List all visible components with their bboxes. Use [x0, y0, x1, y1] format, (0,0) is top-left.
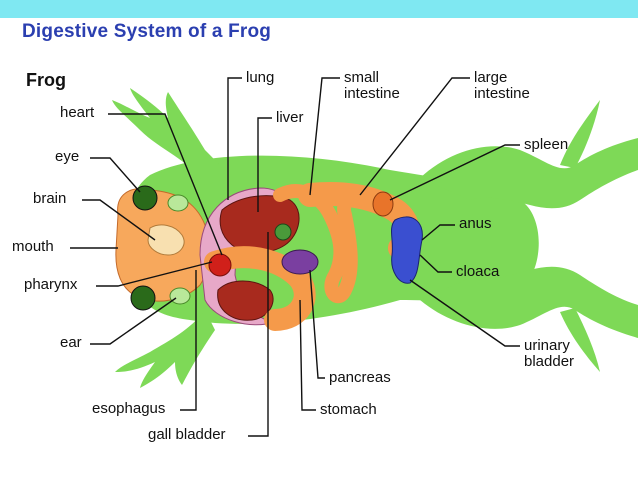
label-brain: brain [33, 190, 67, 207]
leader-stomach [299, 299, 316, 411]
label-lung: lung [246, 69, 275, 86]
label-stomach: stomach [320, 401, 377, 418]
diagram-subtitle: Frog [26, 70, 66, 90]
liver-organ [219, 195, 300, 253]
ear-organ-upper [167, 194, 189, 212]
brain-organ [147, 224, 185, 256]
leader-ear [90, 297, 177, 345]
label-urinary-bladder: urinary bladder [524, 337, 575, 370]
leader-gall-bladder [248, 232, 269, 437]
spleen-organ [372, 191, 394, 217]
leader-lung [227, 77, 242, 200]
label-eye: eye [55, 148, 80, 165]
leader-anus [421, 224, 455, 241]
eye-organ-lower [130, 285, 156, 311]
label-liver: liver [276, 109, 304, 126]
stomach-organ [204, 246, 316, 331]
heart-organ [208, 253, 232, 277]
page-title: Digestive System of a Frog [22, 21, 272, 42]
leader-small-intestine [309, 77, 340, 196]
label-gall-bladder: gall bladder [148, 426, 226, 443]
leader-pharynx [96, 261, 213, 287]
leader-liver [257, 117, 272, 212]
label-pharynx: pharynx [24, 276, 78, 293]
label-large-intestine: large intestine [474, 69, 530, 102]
leader-eye [90, 157, 141, 193]
gall-bladder-organ [274, 223, 292, 241]
label-small-intestine: small intestine [344, 69, 400, 102]
leader-brain [82, 199, 156, 241]
label-pancreas: pancreas [329, 369, 391, 386]
leader-heart [108, 113, 223, 256]
liver-lobe-lower [217, 280, 274, 321]
label-ear: ear [60, 334, 82, 351]
leader-large-intestine [359, 77, 470, 196]
header-bar [0, 0, 638, 18]
leader-esophagus [180, 270, 197, 411]
eye-organ-upper [132, 185, 158, 211]
label-spleen: spleen [524, 136, 569, 153]
leader-pancreas [309, 269, 325, 379]
leader-cloaca [419, 254, 452, 273]
label-cloaca: cloaca [456, 263, 500, 280]
leader-lines [70, 77, 520, 437]
urinary-bladder-organ [391, 216, 423, 284]
label-esophagus: esophagus [92, 400, 166, 417]
label-anus: anus [459, 215, 492, 232]
small-intestine-organ [273, 184, 372, 304]
label-mouth: mouth [12, 238, 54, 255]
ear-organ-lower [169, 287, 191, 305]
pancreas-organ [281, 249, 319, 275]
label-heart: heart [60, 104, 95, 121]
leader-urinary-bladder [409, 279, 520, 347]
leader-spleen [389, 144, 520, 201]
